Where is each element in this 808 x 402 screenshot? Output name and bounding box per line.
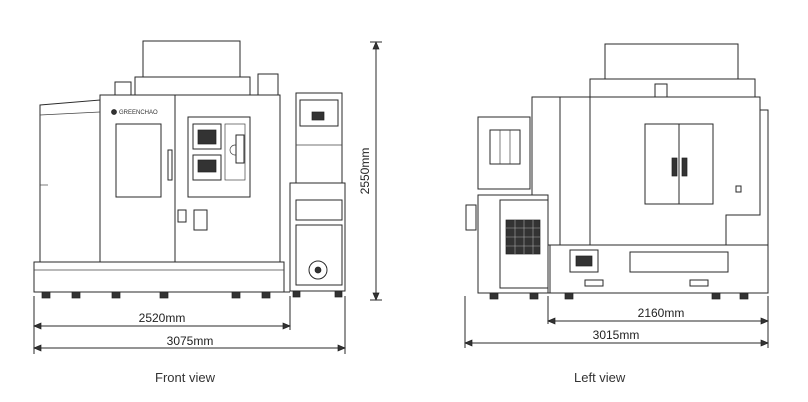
left-depth-inner-label: 2160mm (638, 306, 685, 320)
left-feet (489, 292, 749, 300)
front-feet (41, 291, 271, 299)
brand-logo: GREENCHAO (119, 110, 158, 116)
pump-icon (308, 260, 328, 280)
left-depth-dimensions (464, 296, 769, 348)
front-height-dimension (370, 41, 382, 301)
left-view-caption: Left view (574, 370, 626, 385)
front-height-label: 2550mm (358, 148, 372, 195)
front-view-drawing: GREENCHAO (33, 40, 346, 299)
front-view-caption: Front view (155, 370, 215, 385)
front-width-outer-label: 3075mm (167, 334, 214, 348)
front-width-dimensions (33, 296, 346, 354)
left-depth-outer-label: 3015mm (593, 328, 640, 342)
cooling-fan-grille (505, 219, 541, 255)
left-view-drawing (465, 43, 769, 300)
front-width-inner-label: 2520mm (139, 311, 186, 325)
